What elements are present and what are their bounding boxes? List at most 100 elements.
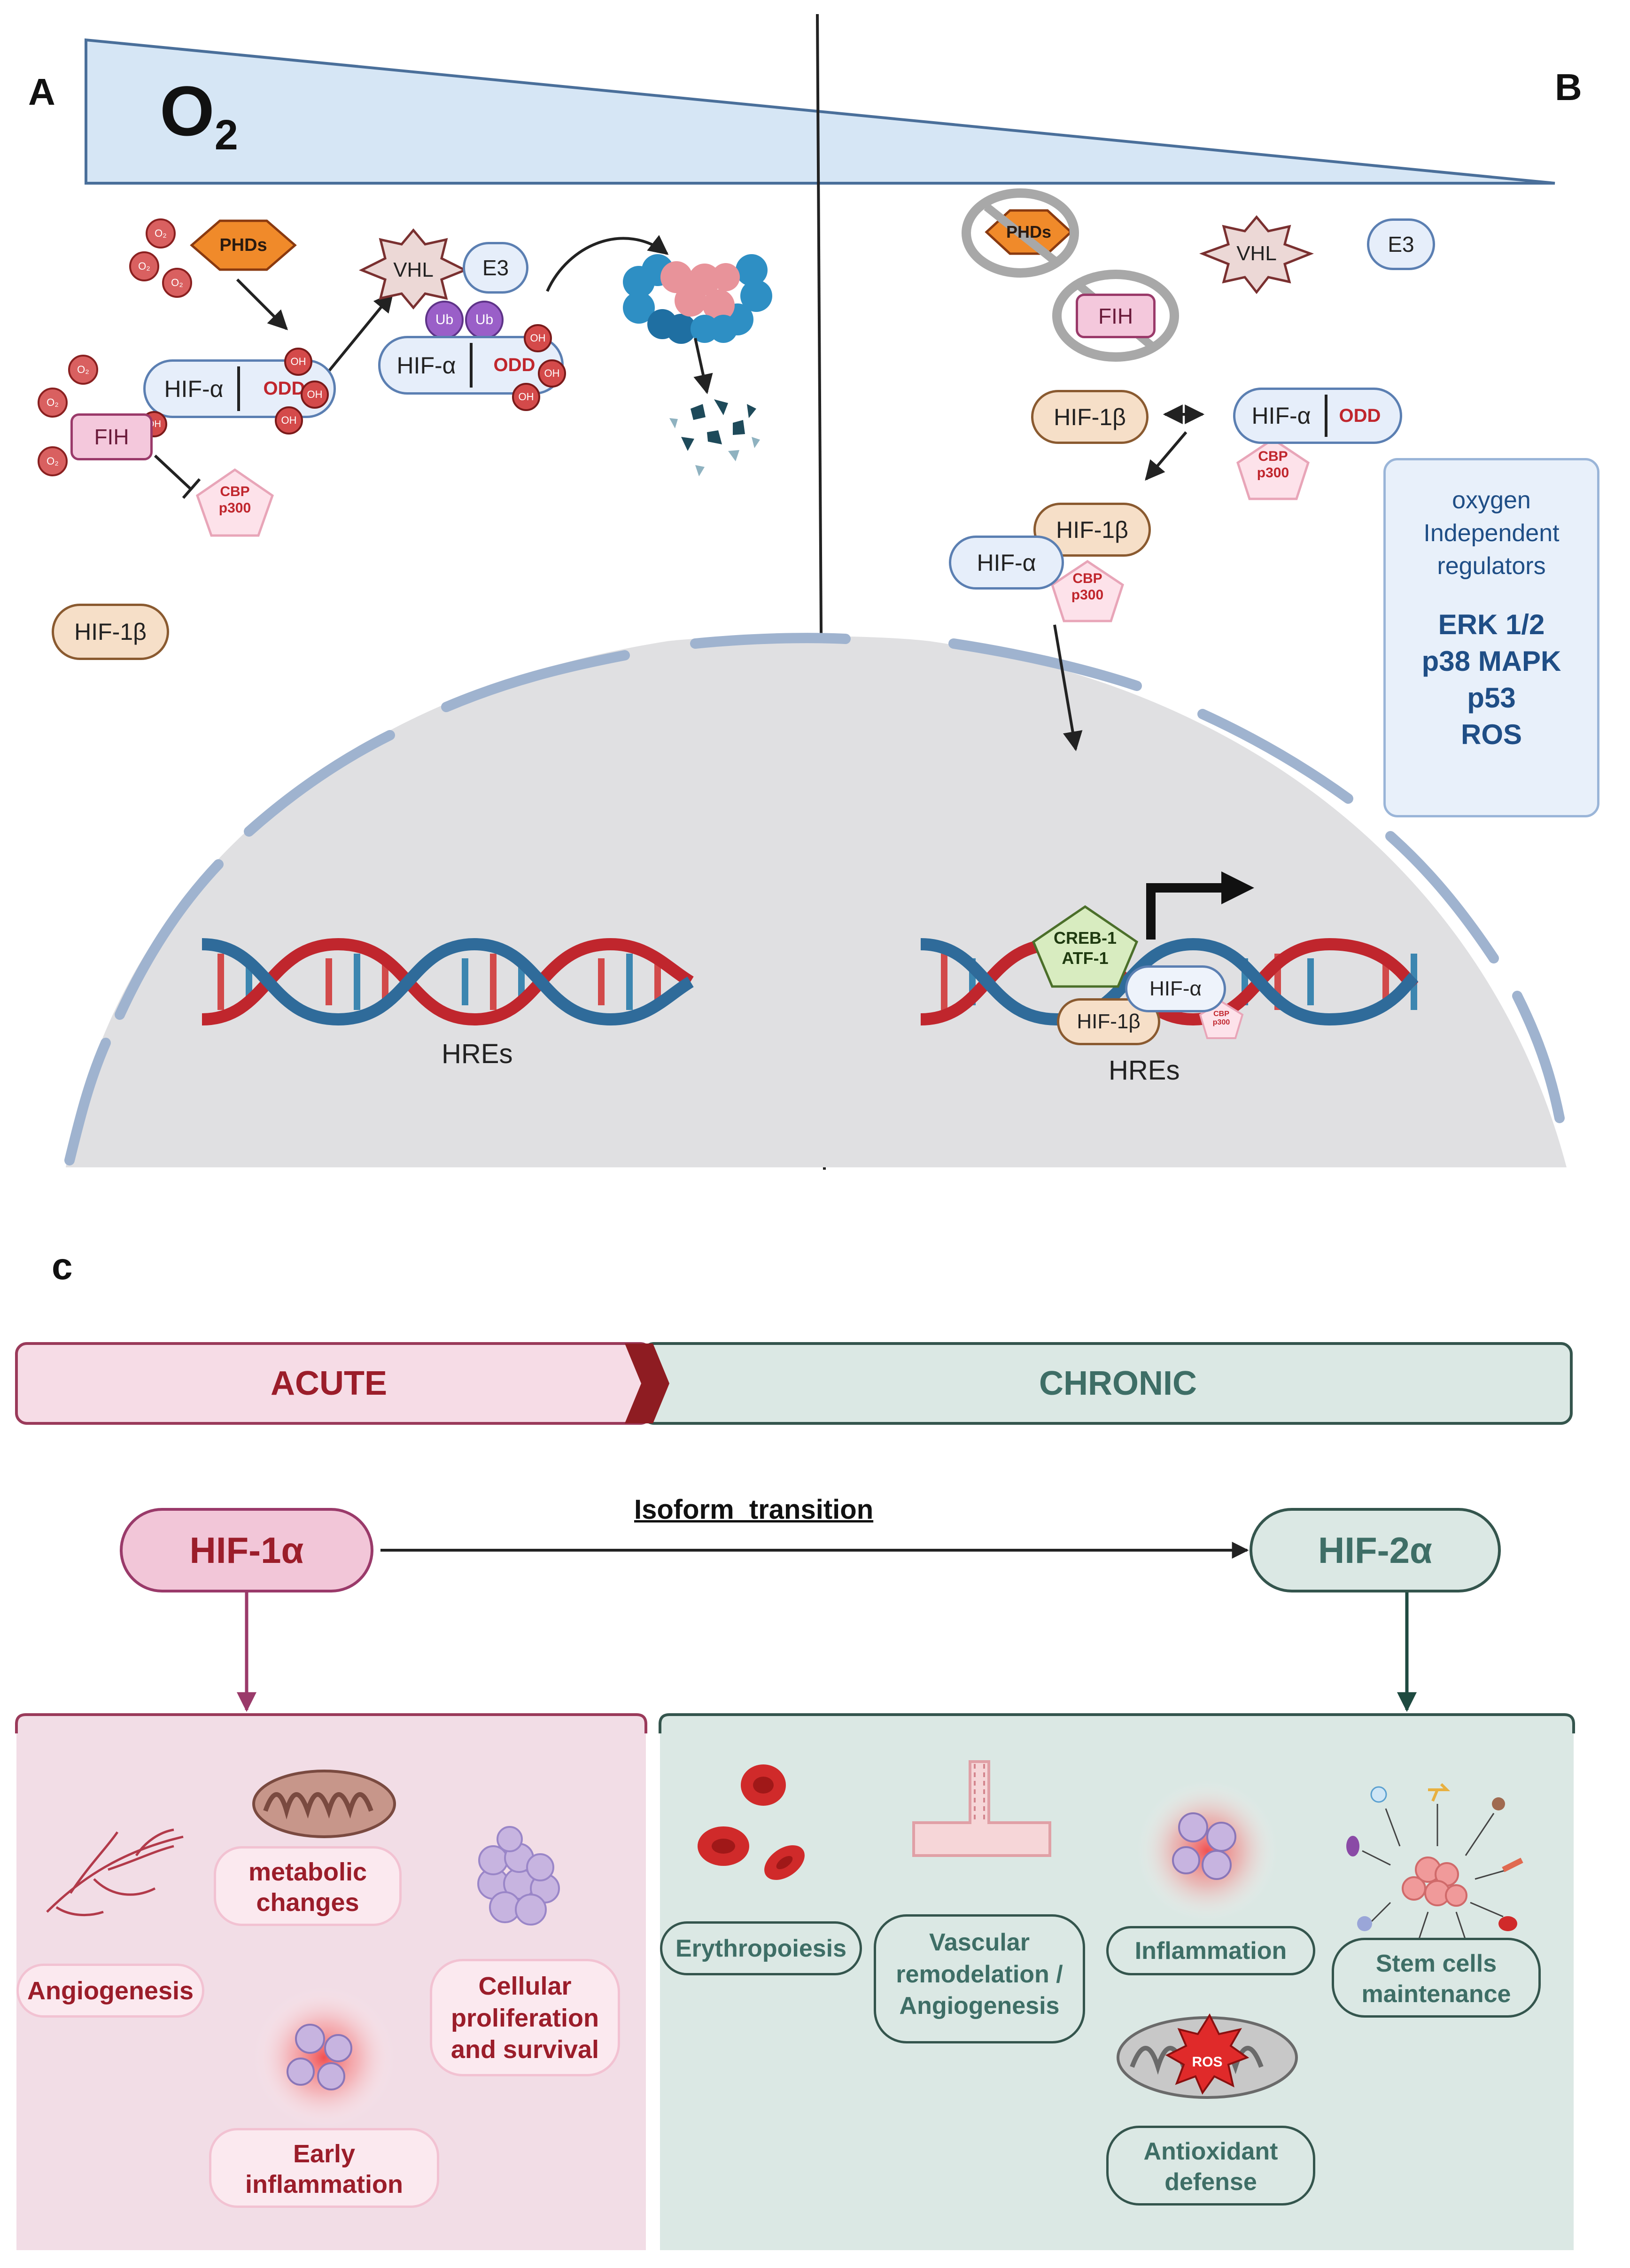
hydroxyl-group: OH	[301, 381, 329, 409]
e3-ligase: E3	[463, 242, 528, 294]
hif-alpha-odd-protein: HIF-α ODD	[143, 359, 336, 418]
hif-2alpha-isoform: HIF-2α	[1250, 1508, 1501, 1592]
hif-1beta-protein-right: HIF-1β	[1031, 390, 1149, 444]
regulator-item: p53	[1467, 682, 1516, 714]
arrow-proteasome-to-fragments	[693, 338, 713, 395]
oxygen-label: O2	[160, 70, 238, 159]
hif-alpha-odd-protein-right: HIF-α ODD	[1233, 388, 1402, 444]
regulator-item: ROS	[1460, 718, 1522, 750]
hif-alpha-odd-protein-ubiquitinated: HIF-α ODD	[378, 336, 564, 395]
phds-inhibited-ring	[962, 188, 1079, 278]
odd-divider	[470, 343, 473, 388]
cell-cluster-icon	[477, 1826, 560, 1926]
fih-inhibited-ring	[1052, 270, 1179, 362]
o2-molecule: O₂	[129, 251, 159, 281]
early-inflammation-icon	[254, 1987, 395, 2128]
hif-alpha-complex: HIF-α	[949, 536, 1064, 590]
vhl-star-right	[1199, 215, 1314, 295]
cbp-pentagon-a	[196, 468, 274, 537]
regulators-list: ERK 1/2 p38 MAPK p53 ROS	[1386, 606, 1597, 753]
hydroxyl-group: OH	[284, 348, 312, 376]
arrows	[236, 235, 1205, 752]
ubiquitin: Ub	[425, 301, 464, 339]
dna-helix-left	[202, 938, 694, 1026]
chronic-label: CHRONIC	[1039, 1365, 1197, 1402]
cbp-pentagon-b2	[1051, 559, 1124, 622]
chronic-inflammation-icon	[1137, 1780, 1278, 1921]
hif-alpha-label: HIF-α	[164, 375, 224, 402]
phds-label-left: PHDs	[219, 235, 267, 255]
odd-divider	[237, 366, 240, 411]
phds-hexagon-left	[190, 219, 297, 271]
hif-1beta-complex: HIF-1β	[1033, 503, 1151, 557]
inhibition-line	[154, 454, 201, 499]
hydroxyl-group: OH	[524, 324, 552, 352]
hydroxyl-group: OH	[275, 406, 303, 435]
fih-protein: FIH	[70, 413, 153, 460]
vascular-remodeling-icon	[912, 1760, 1051, 1857]
phds-label-right: PHDs	[1006, 222, 1052, 241]
arrow-hif-to-complex	[1145, 431, 1188, 481]
odd-label: ODD	[263, 378, 305, 399]
odd-label: ODD	[493, 355, 536, 375]
isoform-arrows	[237, 1542, 1417, 1712]
creb-atf-pentagon	[1032, 905, 1139, 988]
o2-molecule: O₂	[38, 388, 68, 418]
inflammation-label: Inflammation	[1106, 1926, 1315, 1975]
effect-panels	[15, 1713, 1575, 2250]
regulators-title: oxygen Independent regulators	[1423, 487, 1560, 580]
regulator-item: p38 MAPK	[1421, 645, 1561, 677]
dna-helix-right	[920, 938, 1419, 1026]
o2-molecule: O₂	[68, 355, 98, 385]
acute-chronic-timeline	[15, 1342, 1573, 1425]
nucleus	[66, 636, 1567, 1167]
hif-1beta-protein: HIF-1β	[52, 604, 169, 660]
degraded-fragments-icon	[669, 399, 760, 476]
arrow-hif-to-vhl	[327, 292, 394, 372]
hif-alpha-label: HIF-α	[1251, 403, 1311, 429]
acute-label: ACUTE	[271, 1365, 387, 1402]
hres-label-left: HREs	[442, 1039, 513, 1069]
oxygen-symbol: O	[160, 71, 215, 150]
regulator-item: ERK 1/2	[1438, 608, 1545, 640]
mitochondria-icon	[252, 1770, 396, 1838]
hydroxyl-group: OH	[538, 359, 566, 388]
e3-ligase-right: E3	[1367, 218, 1435, 270]
oxygen-subscript: 2	[214, 112, 238, 159]
o2-molecule: O₂	[38, 446, 68, 476]
panel-label-c: c	[52, 1245, 73, 1287]
oxygen-gradient-wedge	[85, 38, 1555, 185]
odd-divider	[1325, 395, 1327, 437]
panel-label-a: A	[28, 71, 55, 113]
hif-alpha-label: HIF-α	[396, 352, 456, 379]
proteasome-icon	[623, 254, 772, 344]
vhl-star-left	[358, 228, 468, 310]
cbp-pentagon-b1	[1236, 437, 1310, 500]
isoform-transition-label: Isoform transition	[634, 1494, 874, 1525]
transcription-arrow	[1146, 883, 1226, 940]
arrow-to-proteasome	[546, 235, 669, 292]
arrow-complex-to-dna	[1053, 624, 1083, 752]
o2-molecule: O₂	[162, 268, 192, 298]
hypoxia-diagram	[64, 14, 1567, 1170]
panel-label-b: B	[1555, 66, 1582, 108]
hif-alpha-on-dna: HIF-α	[1125, 965, 1226, 1012]
mitochondria-ros-icon	[1117, 2013, 1298, 2099]
blood-vessels-icon	[46, 1828, 184, 1916]
vhl-label-right: VHL	[1236, 242, 1277, 265]
hres-label-right: HREs	[1109, 1055, 1180, 1086]
fih-protein-right: FIH	[1076, 294, 1156, 338]
o2-molecule: O₂	[146, 218, 176, 249]
angiogenesis-label: Angiogenesis	[16, 1964, 204, 2018]
